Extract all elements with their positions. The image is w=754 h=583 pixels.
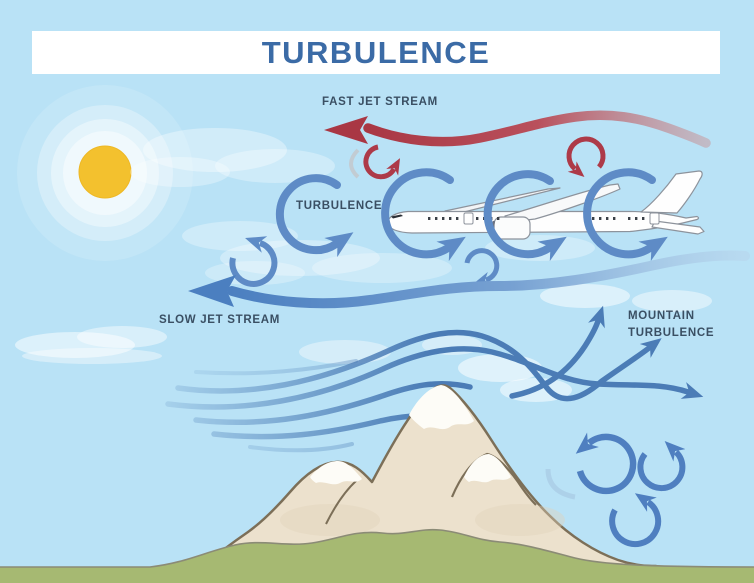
- turbulence-label: TURBULENCE: [296, 200, 383, 212]
- slow-jet-stream-arrow-icon: [188, 250, 750, 309]
- slow-jet-stream-label: SLOW JET STREAM: [159, 314, 281, 326]
- cloud-icon: [15, 128, 712, 402]
- swirl-arrow-icon: [545, 432, 686, 548]
- mountain-wave-flow-icon: [165, 329, 704, 453]
- red-eddy-icon: [349, 136, 606, 180]
- mountain-icon: [201, 384, 658, 568]
- page-title: TURBULENCE: [261, 34, 491, 70]
- fast-jet-stream-arrow-icon: [324, 110, 711, 148]
- small-eddy-icon: [229, 236, 500, 287]
- grass-icon: [0, 528, 754, 583]
- updraft-arrow-icon: [509, 305, 605, 399]
- mountain-turbulence-label: MOUNTAIN TURBULENCE: [628, 310, 715, 339]
- fast-jet-stream-label: FAST JET STREAM: [322, 96, 438, 108]
- airplane-icon: [386, 170, 705, 240]
- title-banner: TURBULENCE: [32, 31, 720, 74]
- sun-icon: [17, 85, 193, 261]
- turbulence-circle-icon: [275, 168, 668, 262]
